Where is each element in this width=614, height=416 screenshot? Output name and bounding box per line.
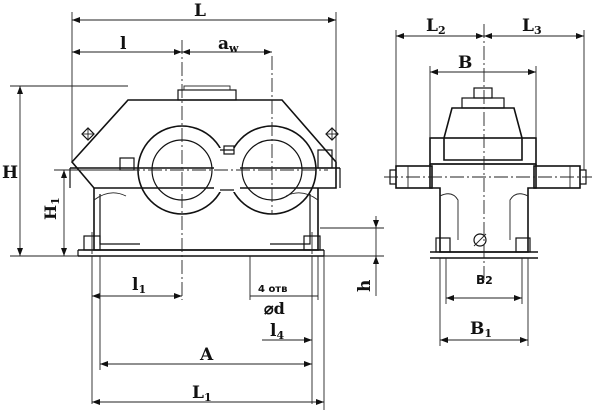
front-view [69, 40, 341, 300]
bolt-boss-right [317, 149, 333, 169]
label-L: L [194, 1, 206, 21]
housing-outline [70, 99, 337, 189]
label-l4: l4 [270, 321, 284, 342]
label-holes: 4 отв [258, 284, 287, 295]
label-L2: L2 [426, 16, 446, 37]
label-B: B [458, 53, 472, 73]
label-l1: l1 [132, 275, 146, 296]
breather-cap [473, 87, 493, 99]
side-dimensions [395, 30, 585, 346]
label-L3: L3 [522, 16, 542, 37]
label-H: H [2, 163, 18, 183]
label-B1: B1 [470, 319, 492, 340]
front-dimensions [10, 12, 384, 410]
label-A: A [199, 345, 214, 365]
label-L1: L1 [192, 383, 212, 404]
upper-housing-side [443, 107, 523, 161]
label-d: ⌀d [264, 299, 285, 318]
inspection-cover-lip [183, 85, 231, 91]
label-H1: H1 [41, 197, 62, 220]
label-l: l [120, 34, 127, 54]
inspection-cover [177, 89, 237, 101]
dimension-labels: L l aw H H1 l1 4 отв ⌀d l4 h A L1 L2 L3 … [2, 1, 542, 404]
side-view [384, 24, 592, 280]
label-B2: B2 [476, 273, 493, 287]
label-h: h [355, 280, 375, 292]
label-aw: aw [218, 34, 239, 55]
drain-plug [473, 233, 487, 247]
